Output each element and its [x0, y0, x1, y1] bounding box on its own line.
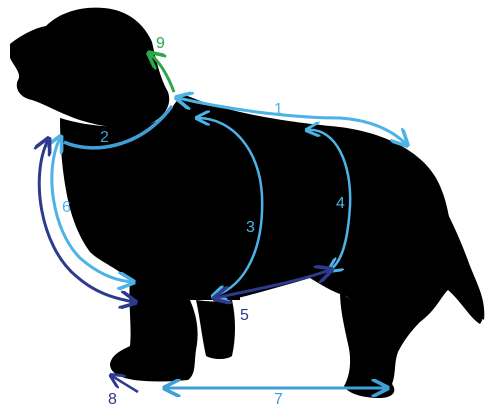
measurement-9-label: 9 [156, 35, 165, 52]
measurement-5-label: 5 [240, 307, 249, 324]
measurement-3-label: 3 [246, 219, 255, 236]
dog-front-leg-rear [196, 300, 235, 359]
measurement-4-label: 4 [336, 195, 345, 212]
measurement-1-label: 1 [274, 101, 283, 118]
measurement-2-label: 2 [100, 129, 109, 146]
dog-head [10, 8, 169, 128]
measurement-8: 8 [108, 376, 138, 405]
dog-silhouette [10, 8, 484, 398]
measurement-8-label: 8 [108, 391, 117, 405]
measurement-7-label: 7 [274, 391, 283, 405]
measurement-6-label: 6 [62, 199, 71, 216]
